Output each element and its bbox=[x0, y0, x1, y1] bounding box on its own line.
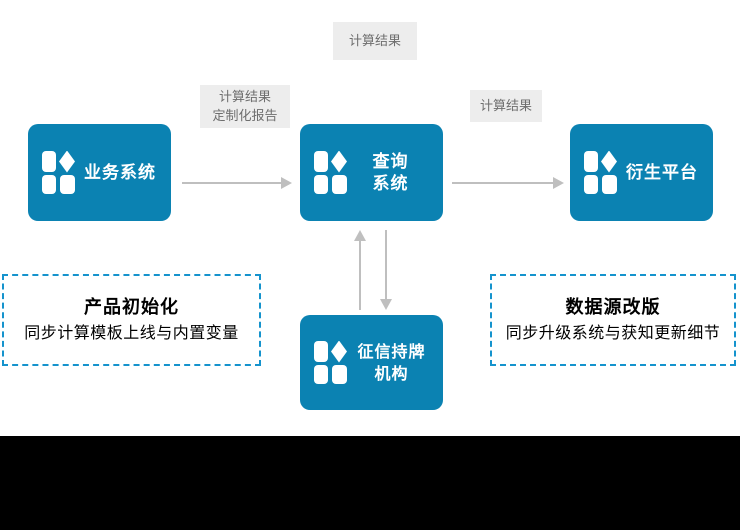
node-query-system-label: 查询 系统 bbox=[372, 151, 409, 194]
node-derivative-platform-label: 衍生平台 bbox=[626, 162, 698, 183]
icon-tile-bottom-left bbox=[314, 364, 328, 384]
arrow-shaft bbox=[385, 230, 387, 300]
four-tile-diamond-icon bbox=[314, 340, 348, 385]
arrow-head bbox=[553, 177, 564, 189]
icon-diamond-top-right bbox=[59, 150, 75, 173]
node-credit-institution[interactable]: 征信持牌 机构 bbox=[300, 315, 443, 410]
icon-diamond-top-right bbox=[331, 340, 347, 363]
arrow-credit-to-query-icon bbox=[353, 230, 367, 310]
diagram-stage: 计算结果 计算结果 定制化报告 计算结果 业务 bbox=[0, 0, 740, 436]
panel-data-source-revision: 数据源改版 同步升级系统与获知更新细节 bbox=[490, 274, 736, 366]
icon-tile-bottom-right bbox=[332, 364, 347, 384]
panel-product-initialization: 产品初始化 同步计算模板上线与内置变量 bbox=[2, 274, 261, 366]
arrow-shaft bbox=[452, 182, 554, 184]
icon-tile-bottom-left bbox=[42, 174, 56, 194]
icon-tile-top-left bbox=[584, 150, 598, 172]
icon-tile-bottom-left bbox=[314, 174, 328, 194]
icon-tile-top-left bbox=[314, 340, 328, 362]
arrow-head bbox=[380, 299, 392, 310]
node-query-system[interactable]: 查询 系统 bbox=[300, 124, 443, 221]
node-business-system[interactable]: 业务系统 bbox=[28, 124, 171, 221]
icon-tile-bottom-right bbox=[60, 174, 75, 194]
icon-diamond-top-right bbox=[601, 150, 617, 173]
panel-right-subtitle: 同步升级系统与获知更新细节 bbox=[505, 323, 721, 342]
tag-top-calculation-result: 计算结果 bbox=[333, 22, 417, 60]
node-business-system-label: 业务系统 bbox=[84, 162, 156, 183]
node-credit-institution-label: 征信持牌 机构 bbox=[357, 341, 426, 383]
icon-tile-bottom-left bbox=[584, 174, 598, 194]
four-tile-diamond-icon bbox=[584, 150, 618, 195]
icon-tile-top-left bbox=[42, 150, 56, 172]
icon-tile-bottom-right bbox=[332, 174, 347, 194]
arrow-shaft bbox=[182, 182, 282, 184]
icon-tile-top-left bbox=[314, 150, 328, 172]
arrow-head bbox=[354, 230, 366, 241]
four-tile-diamond-icon bbox=[42, 150, 76, 195]
node-derivative-platform[interactable]: 衍生平台 bbox=[570, 124, 713, 221]
arrow-shaft bbox=[359, 240, 361, 310]
tag-right-calculation-result: 计算结果 bbox=[470, 90, 542, 122]
arrow-query-to-credit-icon bbox=[379, 230, 393, 310]
panel-right-title: 数据源改版 bbox=[565, 297, 661, 318]
panel-left-subtitle: 同步计算模板上线与内置变量 bbox=[24, 323, 239, 342]
arrow-business-to-query-icon bbox=[182, 176, 292, 190]
four-tile-diamond-icon bbox=[314, 150, 348, 195]
icon-diamond-top-right bbox=[331, 150, 347, 173]
arrow-head bbox=[281, 177, 292, 189]
arrow-query-to-derivative-icon bbox=[452, 176, 564, 190]
tag-left-calculation-result-report: 计算结果 定制化报告 bbox=[200, 85, 290, 128]
panel-left-title: 产品初始化 bbox=[84, 297, 179, 318]
icon-tile-bottom-right bbox=[602, 174, 617, 194]
